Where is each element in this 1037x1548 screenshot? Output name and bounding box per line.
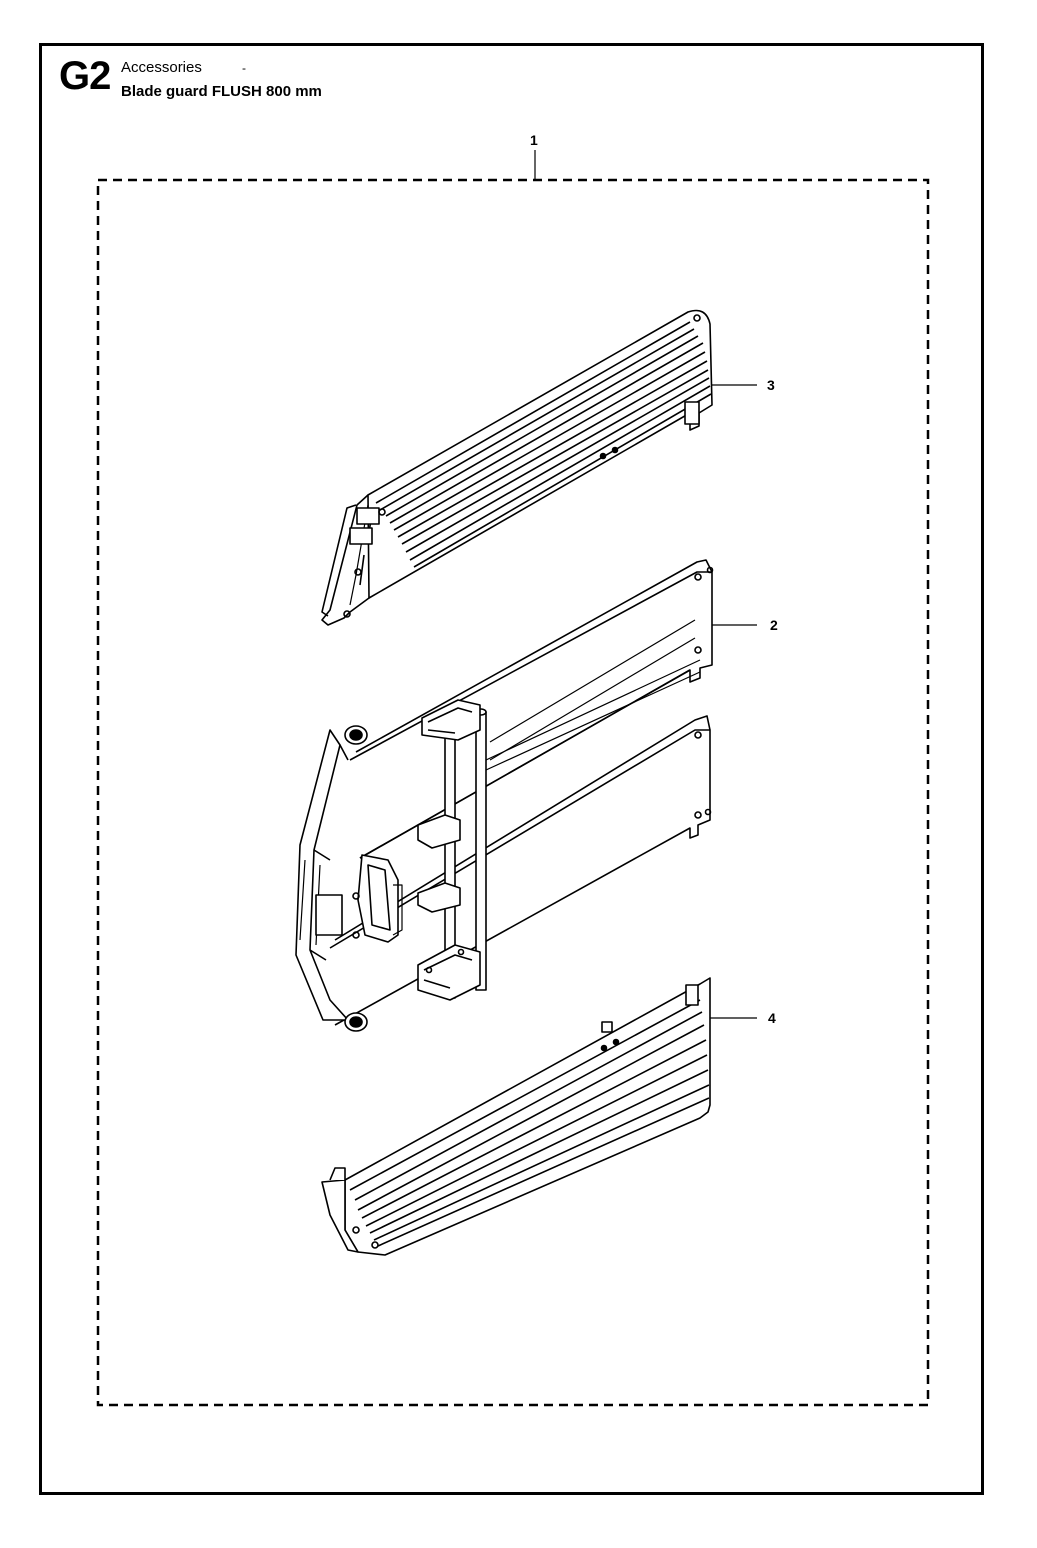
callout-1: 1: [530, 132, 538, 148]
locking-knob-bottom: [344, 1012, 368, 1032]
part-2-guard-body: [295, 559, 714, 1032]
dash-mark: -: [242, 61, 246, 75]
category-label: Accessories: [121, 59, 202, 76]
page-border: [39, 43, 984, 1495]
locking-knob-top: [344, 725, 368, 745]
kit-boundary: [96, 178, 930, 1407]
diagram-title: Blade guard FLUSH 800 mm: [121, 83, 322, 100]
callout-4: 4: [768, 1010, 776, 1026]
callout-3: 3: [767, 377, 775, 393]
part-4-lower-guard: [321, 977, 711, 1256]
callout-2: 2: [770, 617, 778, 633]
section-code: G2: [59, 54, 111, 98]
part-3-upper-guard: [321, 309, 713, 626]
